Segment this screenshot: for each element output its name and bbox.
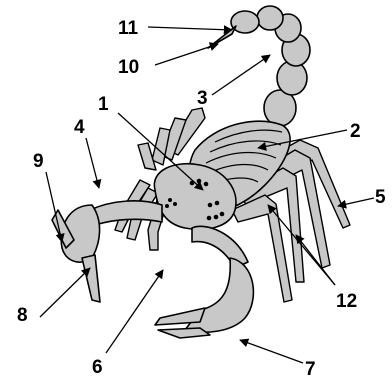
tail (208, 6, 310, 126)
arrow-4 (86, 138, 99, 188)
telson (231, 11, 259, 33)
arrow-10 (155, 44, 218, 65)
arrow-3 (212, 55, 270, 95)
label-4: 4 (74, 117, 85, 138)
label-9: 9 (33, 151, 44, 172)
label-6: 6 (92, 357, 103, 377)
arrow-9 (46, 172, 62, 242)
arrow-7 (240, 340, 303, 363)
label-10: 10 (118, 57, 139, 78)
right-pincer-finger-upper (155, 308, 205, 325)
label-8: 8 (17, 305, 28, 326)
label-11: 11 (118, 18, 139, 39)
label-5: 5 (375, 187, 386, 208)
right-pincer-finger-lower (158, 328, 210, 338)
left-pedipalp (52, 201, 162, 302)
label-2: 2 (350, 121, 361, 142)
label-1: 1 (98, 94, 109, 115)
arrow-11 (148, 27, 232, 30)
label-7: 7 (305, 359, 316, 377)
left-pincer-finger-lower (82, 255, 100, 302)
arrow-6 (106, 270, 163, 353)
label-3: 3 (197, 88, 208, 109)
arrow-5 (338, 198, 374, 206)
tail-segment-5 (257, 6, 283, 30)
right-pedipalp (155, 226, 253, 338)
arrow-8 (40, 268, 90, 317)
label-12: 12 (336, 291, 357, 312)
